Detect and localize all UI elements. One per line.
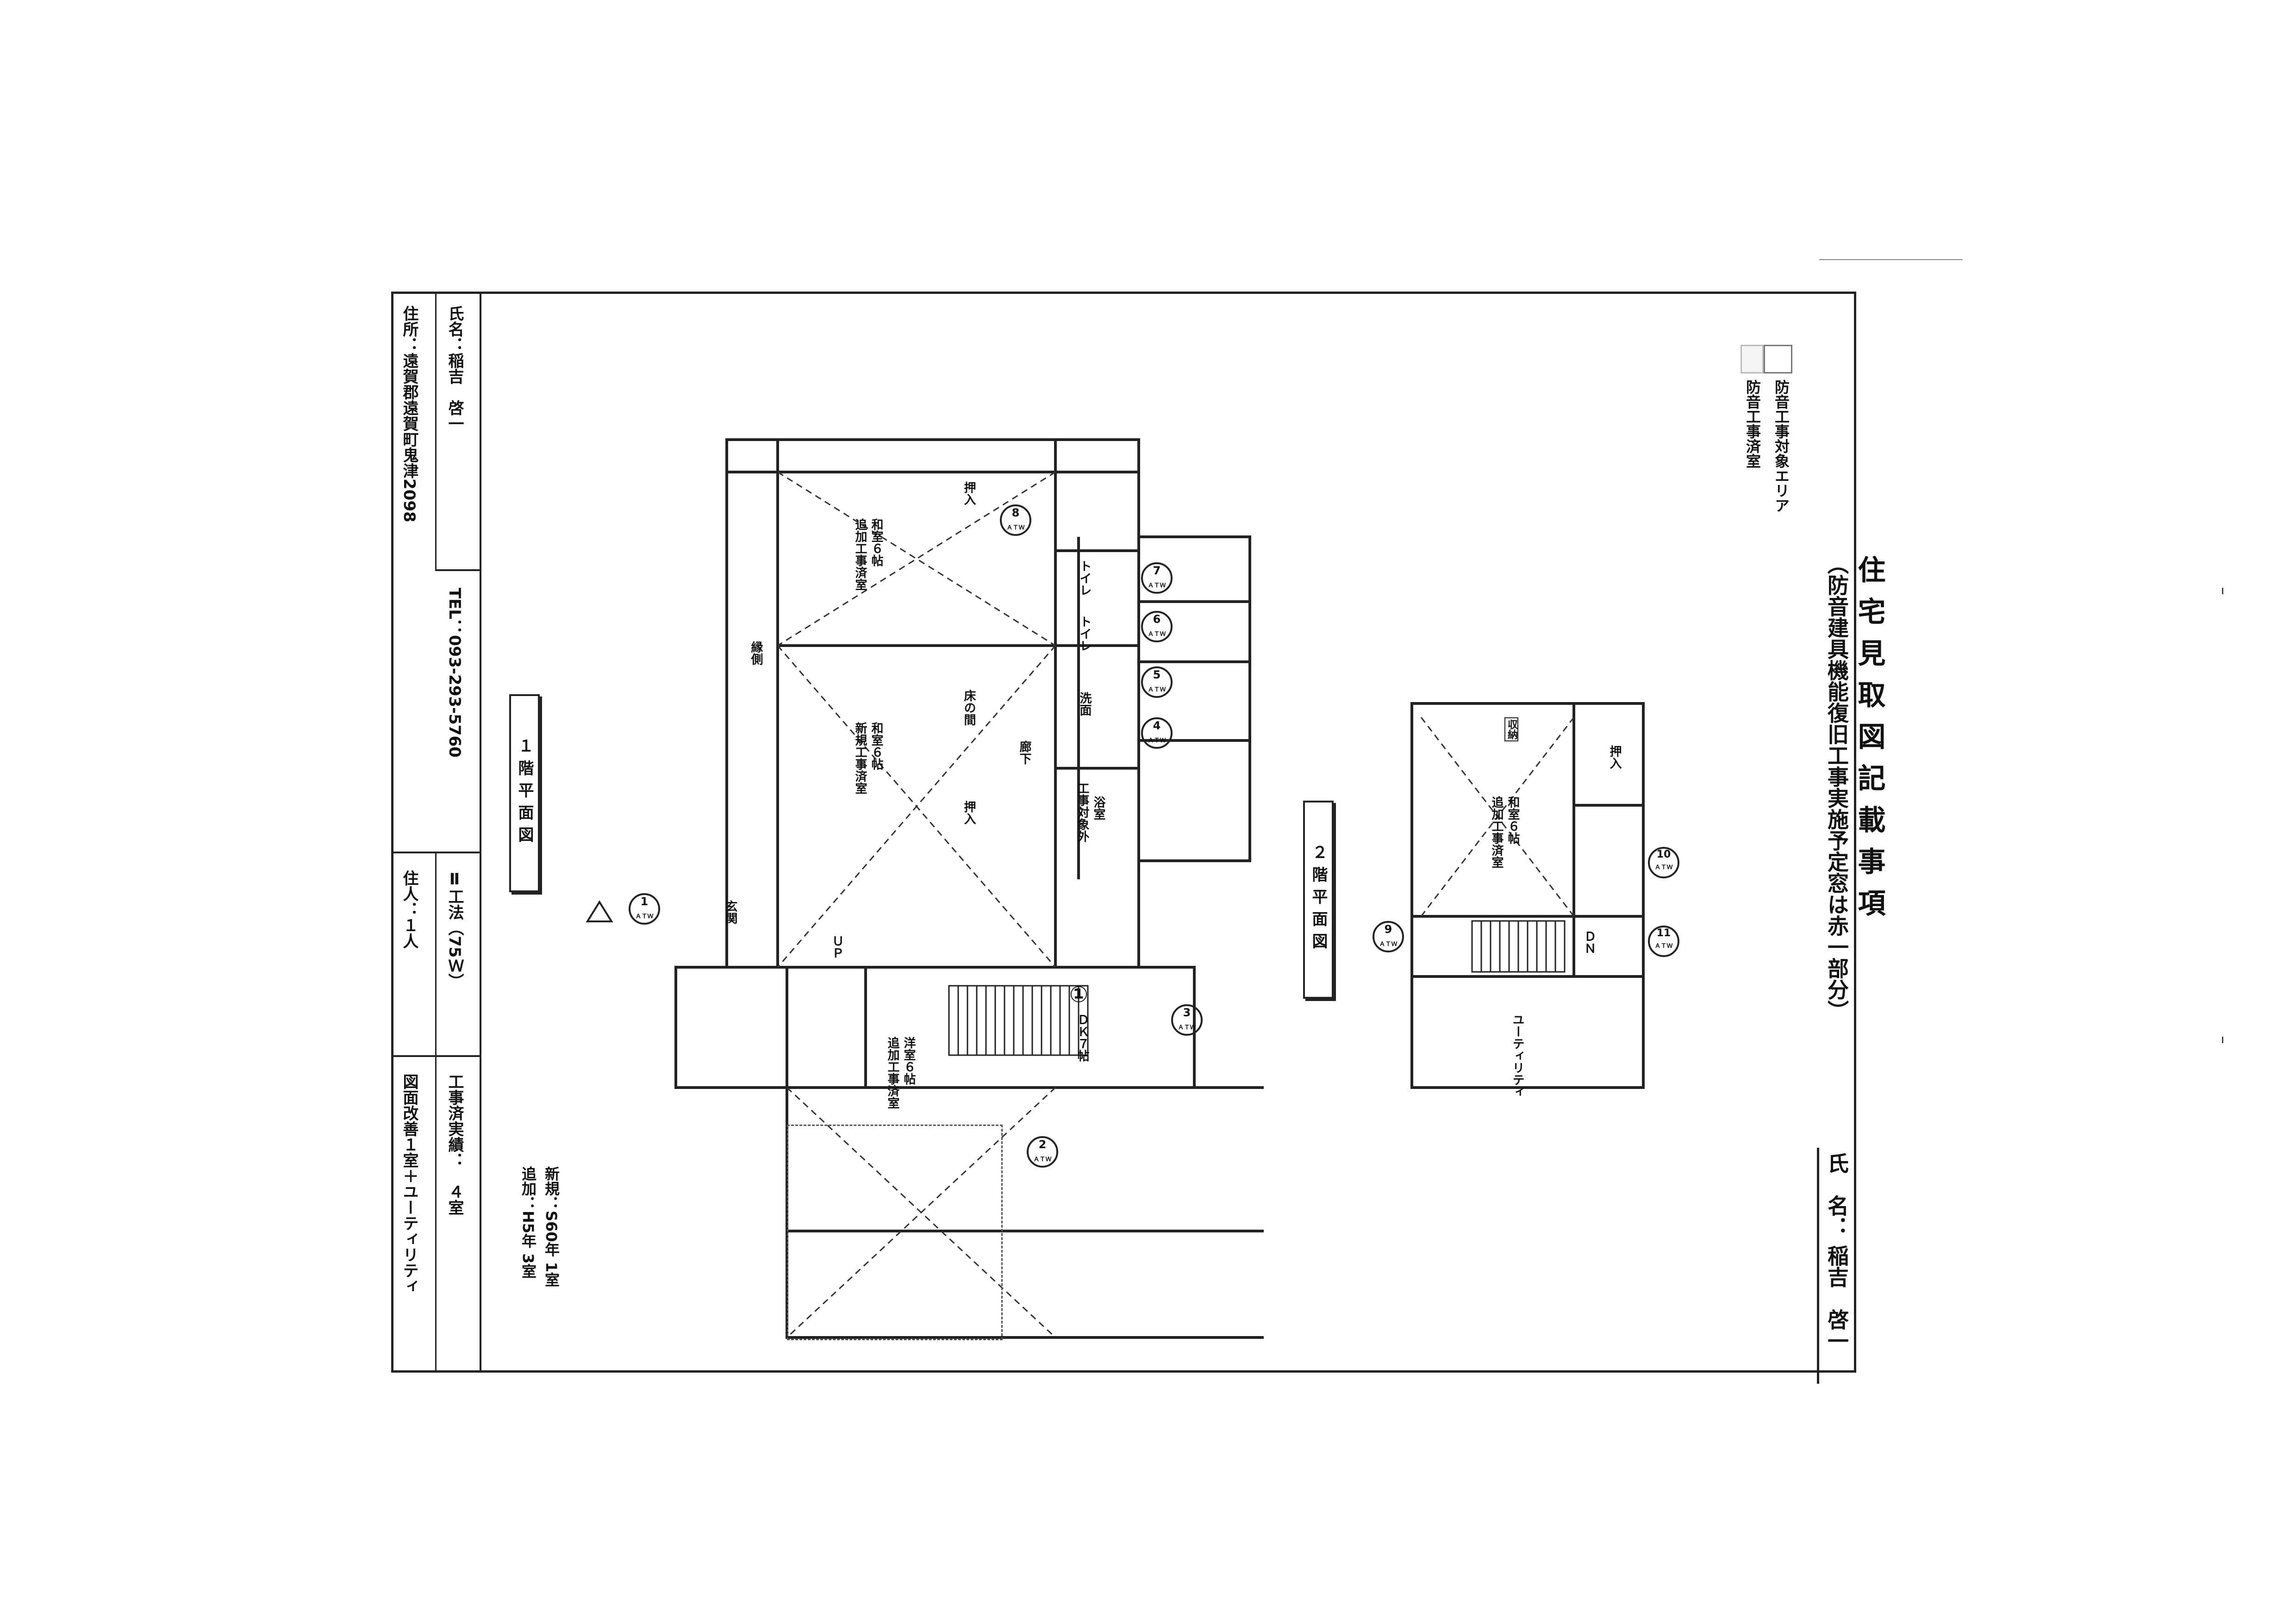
- edge-tick-1: [2222, 588, 2223, 594]
- f1-tokonoma: 床の間: [962, 690, 976, 726]
- scan-edge-line: [1819, 259, 1963, 260]
- floor2-outline: [1410, 702, 1645, 1089]
- f1-yoshitsu-status: 追加工事済室: [886, 1037, 899, 1109]
- new-construction-line1: 新規：S60年 1室: [543, 1166, 560, 1287]
- floor1-done-marks: [777, 471, 1056, 1338]
- floor1-stairs: [948, 985, 1089, 1056]
- legend-swatch-done: [1741, 345, 1764, 373]
- document-subtitle: （防音建具機能復旧工事実施予定窓は赤一部分）: [1824, 553, 1849, 1021]
- entry-arrow-icon: [586, 900, 613, 922]
- legend-done-room: 防音工事済室: [1744, 379, 1761, 468]
- floor2-title-box: ２階平面図: [1303, 801, 1334, 999]
- f1-washitsu-a-status: 追加工事済室: [853, 518, 867, 591]
- legend-target-area: 防音工事対象エリア: [1772, 379, 1790, 513]
- f2-washitsu-status: 追加工事済室: [1490, 796, 1504, 868]
- edge-tick-2: [2222, 1037, 2223, 1043]
- f1-washitsu-b: 和室６帖: [869, 722, 883, 770]
- info-improvement: 図面改善１室＋ユーティリティ: [400, 1074, 418, 1294]
- floor2-done-marks: [1420, 717, 1575, 917]
- info-column-divider: [435, 292, 437, 569]
- info-rule-1: [435, 569, 481, 571]
- f2-utility: ユーティリティ: [1510, 1014, 1524, 1098]
- floor1-left-block: [725, 438, 1140, 969]
- info-column-divider-2: [435, 852, 437, 1373]
- document-title: 住宅見取図記載事項: [1853, 555, 1885, 930]
- floor1-title: １階平面図: [515, 738, 534, 849]
- info-residents: 住人：１人: [400, 870, 418, 949]
- info-tel: TEL：093-293-5760: [445, 588, 464, 758]
- f1-washitsu-b-status: 新規工事済室: [853, 722, 867, 794]
- f1-senmen: 洗面: [1078, 692, 1092, 716]
- owner-label: 氏 名：: [1824, 1152, 1849, 1237]
- floor2-stairs: [1471, 920, 1566, 973]
- floor1-entry-block: [674, 966, 1196, 1089]
- info-done-count: 工事済実績： ４室: [445, 1074, 464, 1215]
- info-method: Ⅱ工法（75Ｗ）: [445, 870, 464, 989]
- floor1-title-box: １階平面図: [509, 694, 540, 892]
- f1-rouka: 廊下: [1017, 740, 1031, 765]
- info-name: 氏名：稲吉 啓一: [445, 305, 464, 431]
- page-frame: [391, 292, 1856, 1373]
- f2-dn: ＤＮ: [1582, 930, 1596, 954]
- floor1-dashed-annex: [787, 1125, 1003, 1340]
- f1-yokushitsu-status: 工事対象外: [1075, 782, 1089, 842]
- f2-tag: 収納: [1504, 717, 1518, 741]
- f1-washitsu-a: 和室６帖: [869, 518, 883, 566]
- f1-dk: ＤＫ７帖: [1075, 1014, 1089, 1062]
- f1-genkan: 玄関: [724, 900, 737, 924]
- f1-oshiire-b: 押入: [962, 801, 976, 825]
- f1-yokushitsu: 浴室: [1092, 796, 1105, 820]
- f1-up: ＵＰ: [830, 935, 844, 959]
- f1-toilet-a: トイレ: [1078, 560, 1092, 596]
- f2-oshiire: 押入: [1608, 745, 1622, 769]
- floor2-plan: [1410, 702, 1645, 1089]
- floor2-title: ２階平面図: [1309, 844, 1328, 955]
- f2-washitsu: 和室６帖: [1506, 796, 1520, 844]
- f1-toilet-b: トイレ: [1078, 616, 1092, 652]
- f1-yoshitsu: 洋室６帖: [902, 1037, 916, 1085]
- f1-oshiire-a: 押入: [962, 481, 976, 505]
- new-construction-line2: 追加：H5年 3室: [519, 1166, 537, 1279]
- owner-name: 稲吉 啓一: [1824, 1245, 1849, 1351]
- owner-underline: [1817, 1148, 1819, 1384]
- info-column: 氏名：稲吉 啓一 住所：遠賀郡遠賀町鬼津2098 TEL：093-293-576…: [391, 292, 481, 1373]
- floor1-wet-block: [1137, 535, 1251, 862]
- f1-dk-number: ①: [1069, 982, 1088, 1007]
- legend-swatch-area: [1764, 345, 1792, 373]
- info-address: 住所：遠賀郡遠賀町鬼津2098: [400, 305, 418, 522]
- f1-engawa: 縁側: [749, 641, 763, 665]
